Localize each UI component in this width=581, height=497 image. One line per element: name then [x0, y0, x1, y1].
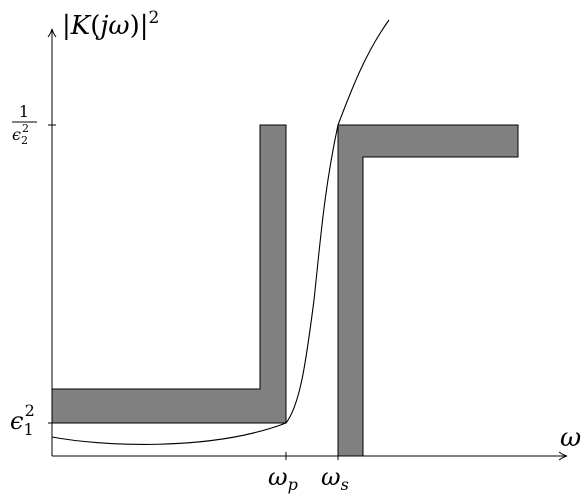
- x-axis-label: ω: [560, 423, 581, 453]
- stopband-region: [337, 124, 519, 457]
- y-axis-label: |K(jω)|2: [62, 8, 159, 41]
- y-tick-lower-label: ϵ12: [10, 401, 35, 439]
- passband-region: [51, 124, 287, 424]
- x-tick-omega-p-label: ωp: [268, 463, 298, 494]
- response-curve: [51, 19, 390, 445]
- y-tick-upper-label: 1 ϵ22: [12, 102, 37, 147]
- svg-text:1: 1: [19, 102, 29, 121]
- x-tick-omega-s-label: ωs: [321, 463, 349, 494]
- svg-text:ϵ22: ϵ22: [12, 122, 29, 147]
